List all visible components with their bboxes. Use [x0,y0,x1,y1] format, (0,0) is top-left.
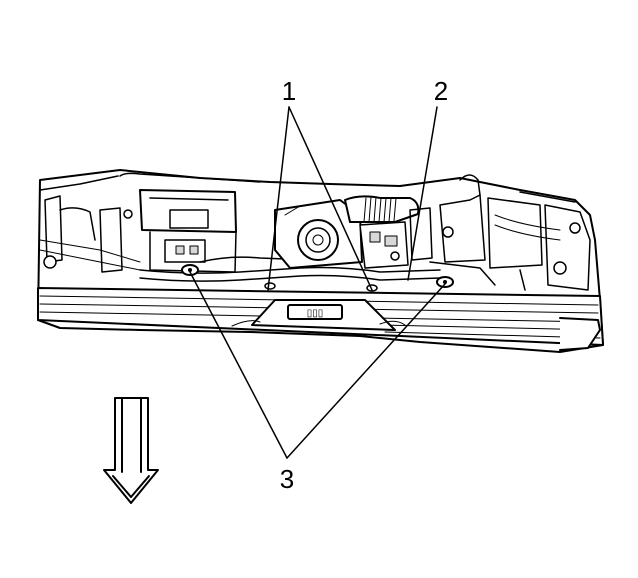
down-arrow-icon [103,397,159,504]
leader-2 [407,106,438,281]
callout-3: 3 [280,464,294,494]
leader-lines [189,106,446,459]
fasteners [181,264,454,292]
svg-text:▯▯▯: ▯▯▯ [307,308,324,319]
leader-3-right [286,283,446,459]
center-bezel: ▯▯▯ [231,299,406,331]
left-bracket [39,195,141,273]
corrugated-duct [344,195,420,223]
callout-1: 1 [282,76,296,106]
right-bracket [429,194,591,291]
leader-1-left [267,106,290,291]
leader-1-right [288,106,373,291]
rear-edge [39,172,576,203]
left-control-box [139,189,237,273]
leader-3-left [189,271,288,459]
center-right-components [359,207,433,269]
blower-motor [274,199,363,269]
wire-harness [139,256,441,282]
callout-2: 2 [434,76,448,106]
module-assembly: ▯▯▯ [37,169,604,353]
